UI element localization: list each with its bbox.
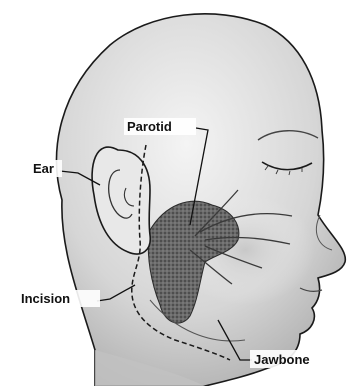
incision-label: Incision <box>21 291 70 306</box>
ear-label: Ear <box>33 161 54 176</box>
jawbone-label: Jawbone <box>254 352 310 367</box>
parotid-label: Parotid <box>127 119 172 134</box>
